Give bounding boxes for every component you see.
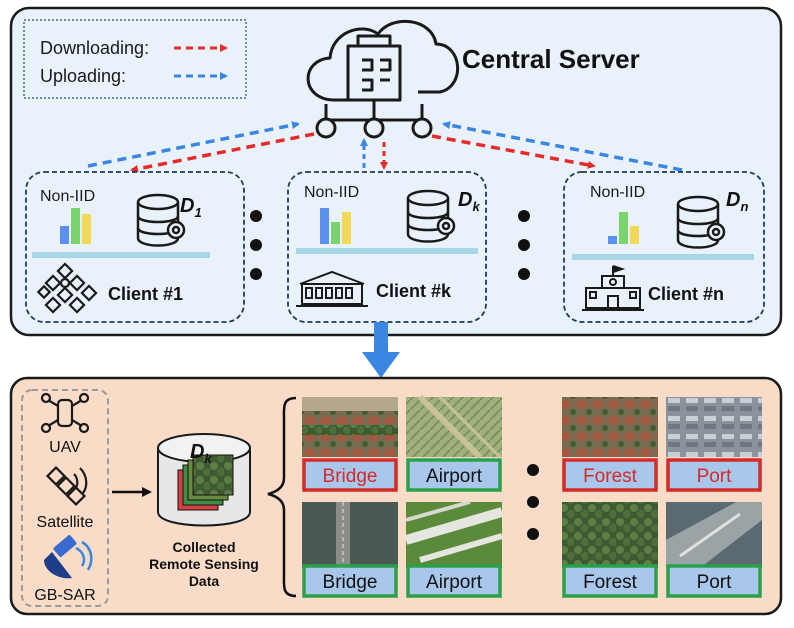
client-n-name: Client #n [648,284,724,304]
label-plate-airport-top: Airport [406,458,502,492]
upload-arrow-client-1 [87,121,300,168]
legend-downloading-label: Downloading: [40,38,149,58]
download-arrow-client-n [431,134,596,169]
sample-tile-port-top [666,397,762,457]
download-arrow-client-1 [130,132,315,173]
client-k-name: Client #k [376,281,452,301]
client-1-bar-chart-icon [60,208,91,244]
client-1-dataset-label: D1 [180,195,202,220]
client-1-database-icon [136,193,186,247]
client-k-bar-chart-icon [320,208,351,244]
satellite-icon [45,465,88,507]
sample-tile-forest-bottom [562,502,658,568]
cloud-server-icon [306,19,459,139]
collected-caption-line2: Remote Sensing [149,556,259,572]
source-label-satellite: Satellite [37,514,94,531]
source-label-uav: UAV [49,439,81,456]
legend-box [23,19,247,99]
source-label-gb-sar: GB-SAR [34,587,95,604]
client-1-noniid-label: Non-IID [40,188,95,205]
upload-arrow-client-n [442,121,683,172]
radar-icon [44,535,93,579]
sample-tile-forest-top [562,397,658,457]
label-plate-forest-top: Forest [562,458,658,492]
client-n-bar-chart-icon [608,212,639,244]
collected-dataset-label: Dk [190,441,212,466]
label-port-bottom: Port [697,572,733,593]
label-plate-bridge-top: Bridge [302,458,398,492]
client-1-divider [32,252,210,258]
label-airport-bottom: Airport [426,572,483,593]
legend: Downloading: Uploading: [23,19,247,99]
legend-uploading-label: Uploading: [40,66,126,86]
sample-tile-bridge-bottom [302,502,398,568]
client-card-n: Non-IID Dn Client #n [563,171,765,323]
label-bridge-bottom: Bridge [323,572,378,593]
sample-tile-port-bottom [666,502,762,568]
client-k-noniid-label: Non-IID [304,184,359,201]
school-icon [582,265,644,311]
client-n-dataset-label: Dn [726,189,748,214]
label-plate-port-bottom: Port [666,564,762,598]
ellipsis-dots-samples [527,464,539,540]
label-forest-bottom: Forest [583,572,638,593]
drone-swarm-icon [36,262,98,314]
client-k-dataset-label: Dk [458,189,480,214]
sample-tile-airport-top [406,394,502,460]
label-bridge-top: Bridge [323,466,378,487]
label-plate-airport-bottom: Airport [406,564,502,598]
uav-icon [40,392,90,434]
client-k-database-icon [406,189,456,243]
client-card-1: Non-IID D1 Client #1 [25,171,245,323]
sources-frame [21,389,109,607]
communication-arrows [87,121,683,173]
stacked-images-icon [177,454,234,511]
sample-image-forest-bottom [562,502,658,568]
sample-image-forest-top [562,397,658,457]
building-icon [296,270,368,307]
client-card-k: Non-IID Dk Client #k [287,171,487,323]
sample-tile-airport-bottom [404,500,504,568]
ellipsis-dots-left [250,210,262,280]
sample-tile-bridge-top [302,397,398,457]
big-down-arrow [362,322,400,378]
label-airport-top: Airport [426,466,483,487]
label-plate-forest-bottom: Forest [562,564,658,598]
ellipsis-dots-right [518,210,530,280]
curly-brace [267,396,297,598]
central-server-title: Central Server [462,44,640,74]
label-plate-port-top: Port [666,458,762,492]
client-k-divider [296,248,478,254]
sample-image-port-top [666,397,762,457]
label-forest-top: Forest [583,466,638,487]
client-n-noniid-label: Non-IID [590,184,645,201]
client-1-frame [25,171,245,323]
client-1-name: Client #1 [108,284,183,304]
label-port-top: Port [697,466,733,487]
collected-data-cylinder [157,433,251,527]
client-n-database-icon [676,195,726,249]
collected-caption-line1: Collected [172,539,235,555]
label-plate-bridge-bottom: Bridge [302,564,398,598]
client-n-divider [572,254,754,260]
collected-caption-line3: Data [189,573,220,589]
